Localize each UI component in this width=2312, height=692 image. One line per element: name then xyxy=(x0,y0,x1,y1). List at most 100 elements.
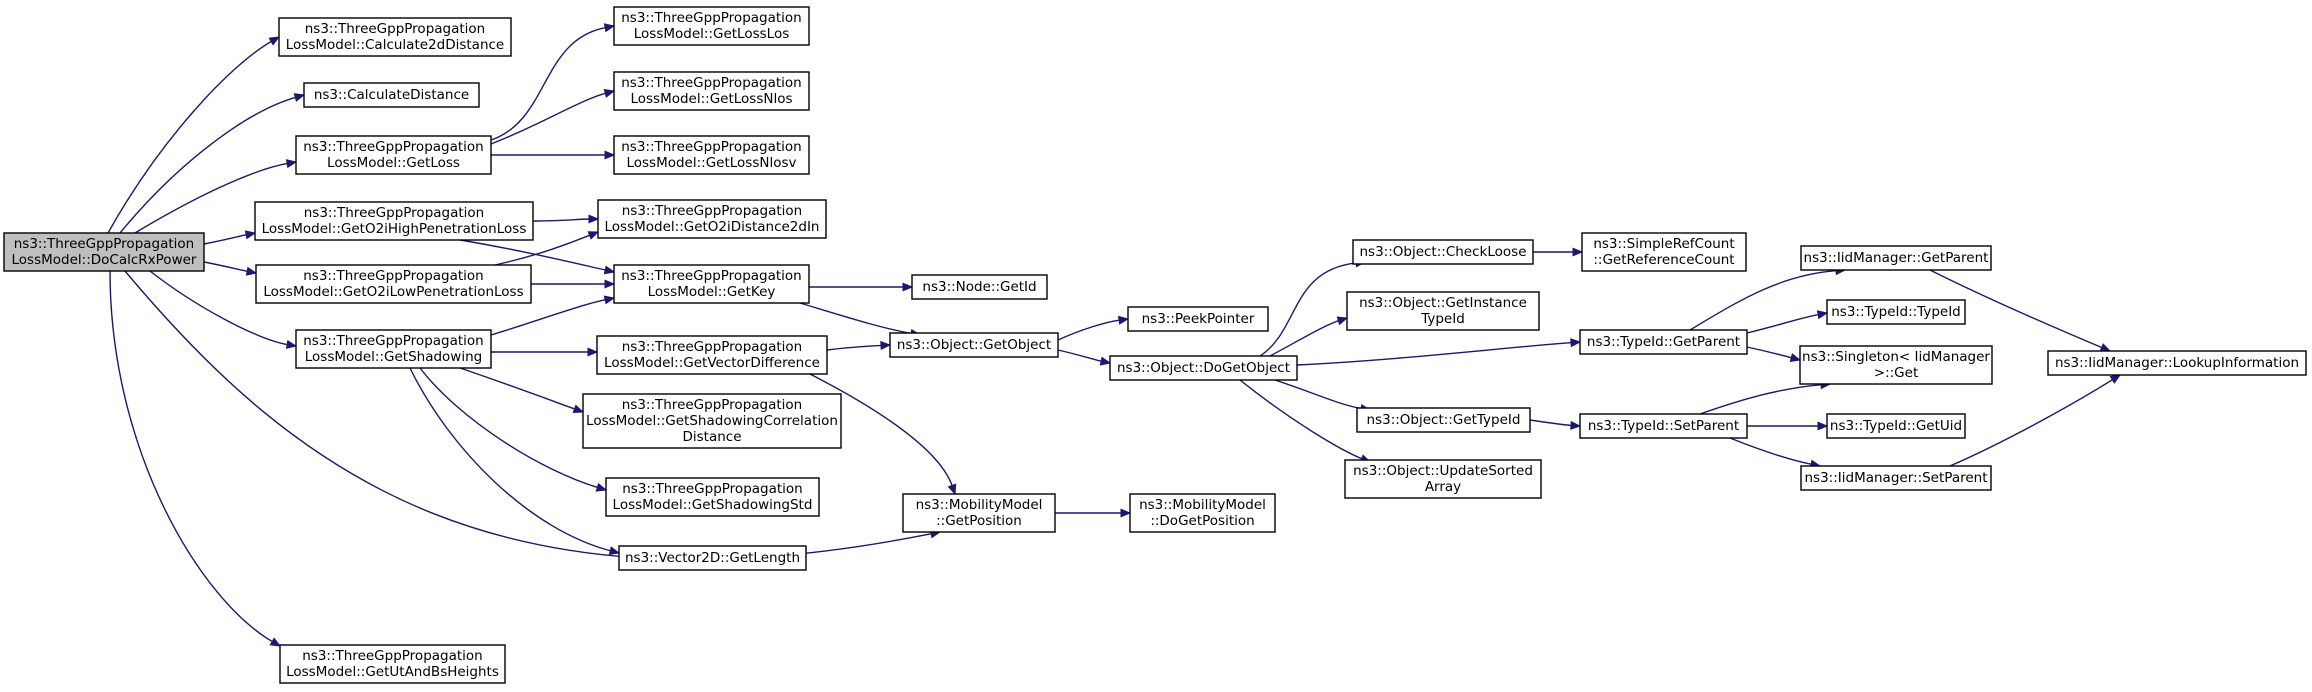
node-iidsetparent[interactable]: ns3::IidManager::SetParent xyxy=(1800,465,1992,491)
node-checkloose[interactable]: ns3::Object::CheckLoose xyxy=(1352,239,1534,265)
node-shadowing[interactable]: ns3::ThreeGppPropagationLossModel::GetSh… xyxy=(295,329,492,369)
node-label-line: TypeId xyxy=(1420,311,1465,327)
node-label-line: ::GetReferenceCount xyxy=(1593,252,1734,268)
arrowhead-tidsetparent-to-tidgetuid xyxy=(1817,421,1829,431)
arrowhead-iidgetparent-to-lookup xyxy=(2099,343,2112,352)
arrowhead-tidgetparent-to-tidtypeid xyxy=(1816,310,1829,320)
edge-o2ihigh-to-o2idist xyxy=(532,218,591,222)
node-iidgetparent[interactable]: ns3::IidManager::GetParent xyxy=(1800,245,1992,271)
node-box xyxy=(618,545,807,571)
arrowhead-docalc-to-calcdist xyxy=(293,93,306,102)
node-getkey[interactable]: ns3::ThreeGppPropagationLossModel::GetKe… xyxy=(613,264,810,304)
edge-dogetobject-to-getinst xyxy=(1269,319,1340,357)
node-box xyxy=(1344,459,1542,499)
node-lookup[interactable]: ns3::IidManager::LookupInformation xyxy=(2047,350,2307,376)
node-box xyxy=(1799,345,1993,385)
node-label-line: LossModel::GetO2iHighPenetrationLoss xyxy=(262,221,527,237)
node-label-line: ns3::TypeId::GetUid xyxy=(1830,418,1962,434)
node-label-line: ns3::ThreeGppPropagation xyxy=(621,10,802,26)
arrowhead-docalc-to-o2ihigh xyxy=(244,230,257,240)
edge-iidgetparent-to-lookup xyxy=(1929,269,2103,349)
arrowhead-vecdiff-to-mobpos xyxy=(947,483,957,496)
node-shadcorr[interactable]: ns3::ThreeGppPropagationLossModel::GetSh… xyxy=(582,393,842,449)
edge-getloss-to-losslos xyxy=(490,26,607,141)
node-utbs[interactable]: ns3::ThreeGppPropagationLossModel::GetUt… xyxy=(279,644,506,684)
node-shadstd[interactable]: ns3::ThreeGppPropagationLossModel::GetSh… xyxy=(605,477,820,517)
edge-docalc-to-utbs xyxy=(109,270,274,643)
node-label-line: ns3::Object::GetTypeId xyxy=(1367,412,1521,428)
arrowhead-docalc-to-shadowing xyxy=(285,339,298,349)
node-refcount[interactable]: ns3::SimpleRefCount::GetReferenceCount xyxy=(1581,232,1747,272)
node-label-line: LossModel::GetKey xyxy=(648,284,776,300)
arrowhead-shadowing-to-shadstd xyxy=(595,482,608,492)
node-box xyxy=(1129,493,1276,533)
node-losslos[interactable]: ns3::ThreeGppPropagationLossModel::GetLo… xyxy=(613,6,810,46)
node-lossnlosv[interactable]: ns3::ThreeGppPropagationLossModel::GetLo… xyxy=(613,135,810,175)
node-label-line: ns3::IidManager::GetParent xyxy=(1804,250,1989,266)
node-singleton[interactable]: ns3::Singleton< IidManager >::Get xyxy=(1799,345,1993,385)
node-tidgetuid[interactable]: ns3::TypeId::GetUid xyxy=(1826,413,1966,439)
arrowhead-getloss-to-lossnlosv xyxy=(604,150,616,160)
edge-shadowing-to-shadcorr xyxy=(459,367,576,410)
edge-docalc-to-o2ilow xyxy=(203,261,249,273)
node-label-line: LossModel::Calculate2dDistance xyxy=(286,37,504,53)
node-calcdist[interactable]: ns3::CalculateDistance xyxy=(303,82,480,108)
node-tidsetparent[interactable]: ns3::TypeId::SetParent xyxy=(1579,413,1748,439)
node-peek[interactable]: ns3::PeekPointer xyxy=(1127,306,1269,332)
node-box xyxy=(254,201,534,241)
node-box xyxy=(902,493,1056,533)
edge-shadowing-to-getkey xyxy=(490,298,607,336)
edge-tidsetparent-to-iidsetparent xyxy=(1729,437,1813,466)
node-label-line: LossModel::GetLossLos xyxy=(634,26,790,42)
node-label-line: LossModel::GetLossNlos xyxy=(630,91,792,107)
node-nodegetid[interactable]: ns3::Node::GetId xyxy=(911,274,1048,300)
node-label-line: ns3::PeekPointer xyxy=(1142,311,1255,327)
arrowhead-shadowing-to-getkey xyxy=(603,295,616,305)
node-label-line: ns3::ThreeGppPropagation xyxy=(622,397,803,413)
node-box xyxy=(1579,329,1748,355)
node-docalc[interactable]: ns3::ThreeGppPropagationLossModel::DoCal… xyxy=(3,232,205,272)
edge-vecdiff-to-getobject xyxy=(826,344,883,351)
node-label-line: ns3::MobilityModel xyxy=(1139,497,1266,513)
node-o2idist[interactable]: ns3::ThreeGppPropagationLossModel::GetO2… xyxy=(597,199,827,239)
node-tidgetparent[interactable]: ns3::TypeId::GetParent xyxy=(1579,329,1748,355)
node-label-line: ns3::TypeId::TypeId xyxy=(1831,304,1961,320)
arrowhead-o2ilow-to-o2idist xyxy=(587,231,600,240)
edge-tidgetparent-to-iidgetparent xyxy=(1689,269,1838,331)
node-label-line: LossModel::GetO2iLowPenetrationLoss xyxy=(263,284,523,300)
node-vecdiff[interactable]: ns3::ThreeGppPropagationLossModel::GetVe… xyxy=(596,335,828,375)
edge-dogetobject-to-checkloose xyxy=(1259,262,1358,357)
node-mobpos[interactable]: ns3::MobilityModel::GetPosition xyxy=(902,493,1056,533)
node-objgettype[interactable]: ns3::Object::GetTypeId xyxy=(1356,407,1531,433)
edge-getloss-to-lossnlos xyxy=(490,92,607,145)
arrowhead-getobject-to-dogetobject xyxy=(1099,356,1112,366)
edge-tidgetparent-to-singleton xyxy=(1746,346,1793,359)
node-label-line: >::Get xyxy=(1874,365,1918,381)
node-getloss[interactable]: ns3::ThreeGppPropagationLossModel::GetLo… xyxy=(295,135,492,175)
node-tidtypeid[interactable]: ns3::TypeId::TypeId xyxy=(1826,299,1966,325)
node-box xyxy=(582,393,842,449)
node-label-line: ns3::Object::GetObject xyxy=(897,337,1051,353)
node-label-line: ::DoGetPosition xyxy=(1150,513,1254,529)
node-label-line: ns3::ThreeGppPropagation xyxy=(303,333,484,349)
node-label-line: ns3::Object::CheckLoose xyxy=(1359,244,1526,260)
node-label-line: LossModel::GetShadowingStd xyxy=(613,497,813,513)
arrowhead-o2ilow-to-getkey xyxy=(604,279,616,289)
node-vec2dlen[interactable]: ns3::Vector2D::GetLength xyxy=(618,545,807,571)
node-box xyxy=(1800,465,1992,491)
node-calc2d[interactable]: ns3::ThreeGppPropagationLossModel::Calcu… xyxy=(278,17,512,57)
node-dogetobject[interactable]: ns3::Object::DoGetObject xyxy=(1109,355,1298,381)
edge-getobject-to-dogetobject xyxy=(1057,349,1103,363)
edge-getobject-to-peek xyxy=(1057,319,1121,341)
node-o2ihigh[interactable]: ns3::ThreeGppPropagationLossModel::GetO2… xyxy=(254,201,534,241)
node-lossnlos[interactable]: ns3::ThreeGppPropagationLossModel::GetLo… xyxy=(613,71,810,111)
node-label-line: ns3::Object::UpdateSorted xyxy=(1353,463,1533,479)
node-o2ilow[interactable]: ns3::ThreeGppPropagationLossModel::GetO2… xyxy=(255,264,532,304)
node-getobject[interactable]: ns3::Object::GetObject xyxy=(889,332,1059,358)
node-mobdopos[interactable]: ns3::MobilityModel::DoGetPosition xyxy=(1129,493,1276,533)
arrowhead-dogetobject-to-tidgetparent xyxy=(1570,338,1582,348)
node-label-line: LossModel::GetShadowing xyxy=(305,349,482,365)
node-label-line: ns3::ThreeGppPropagation xyxy=(302,648,483,664)
